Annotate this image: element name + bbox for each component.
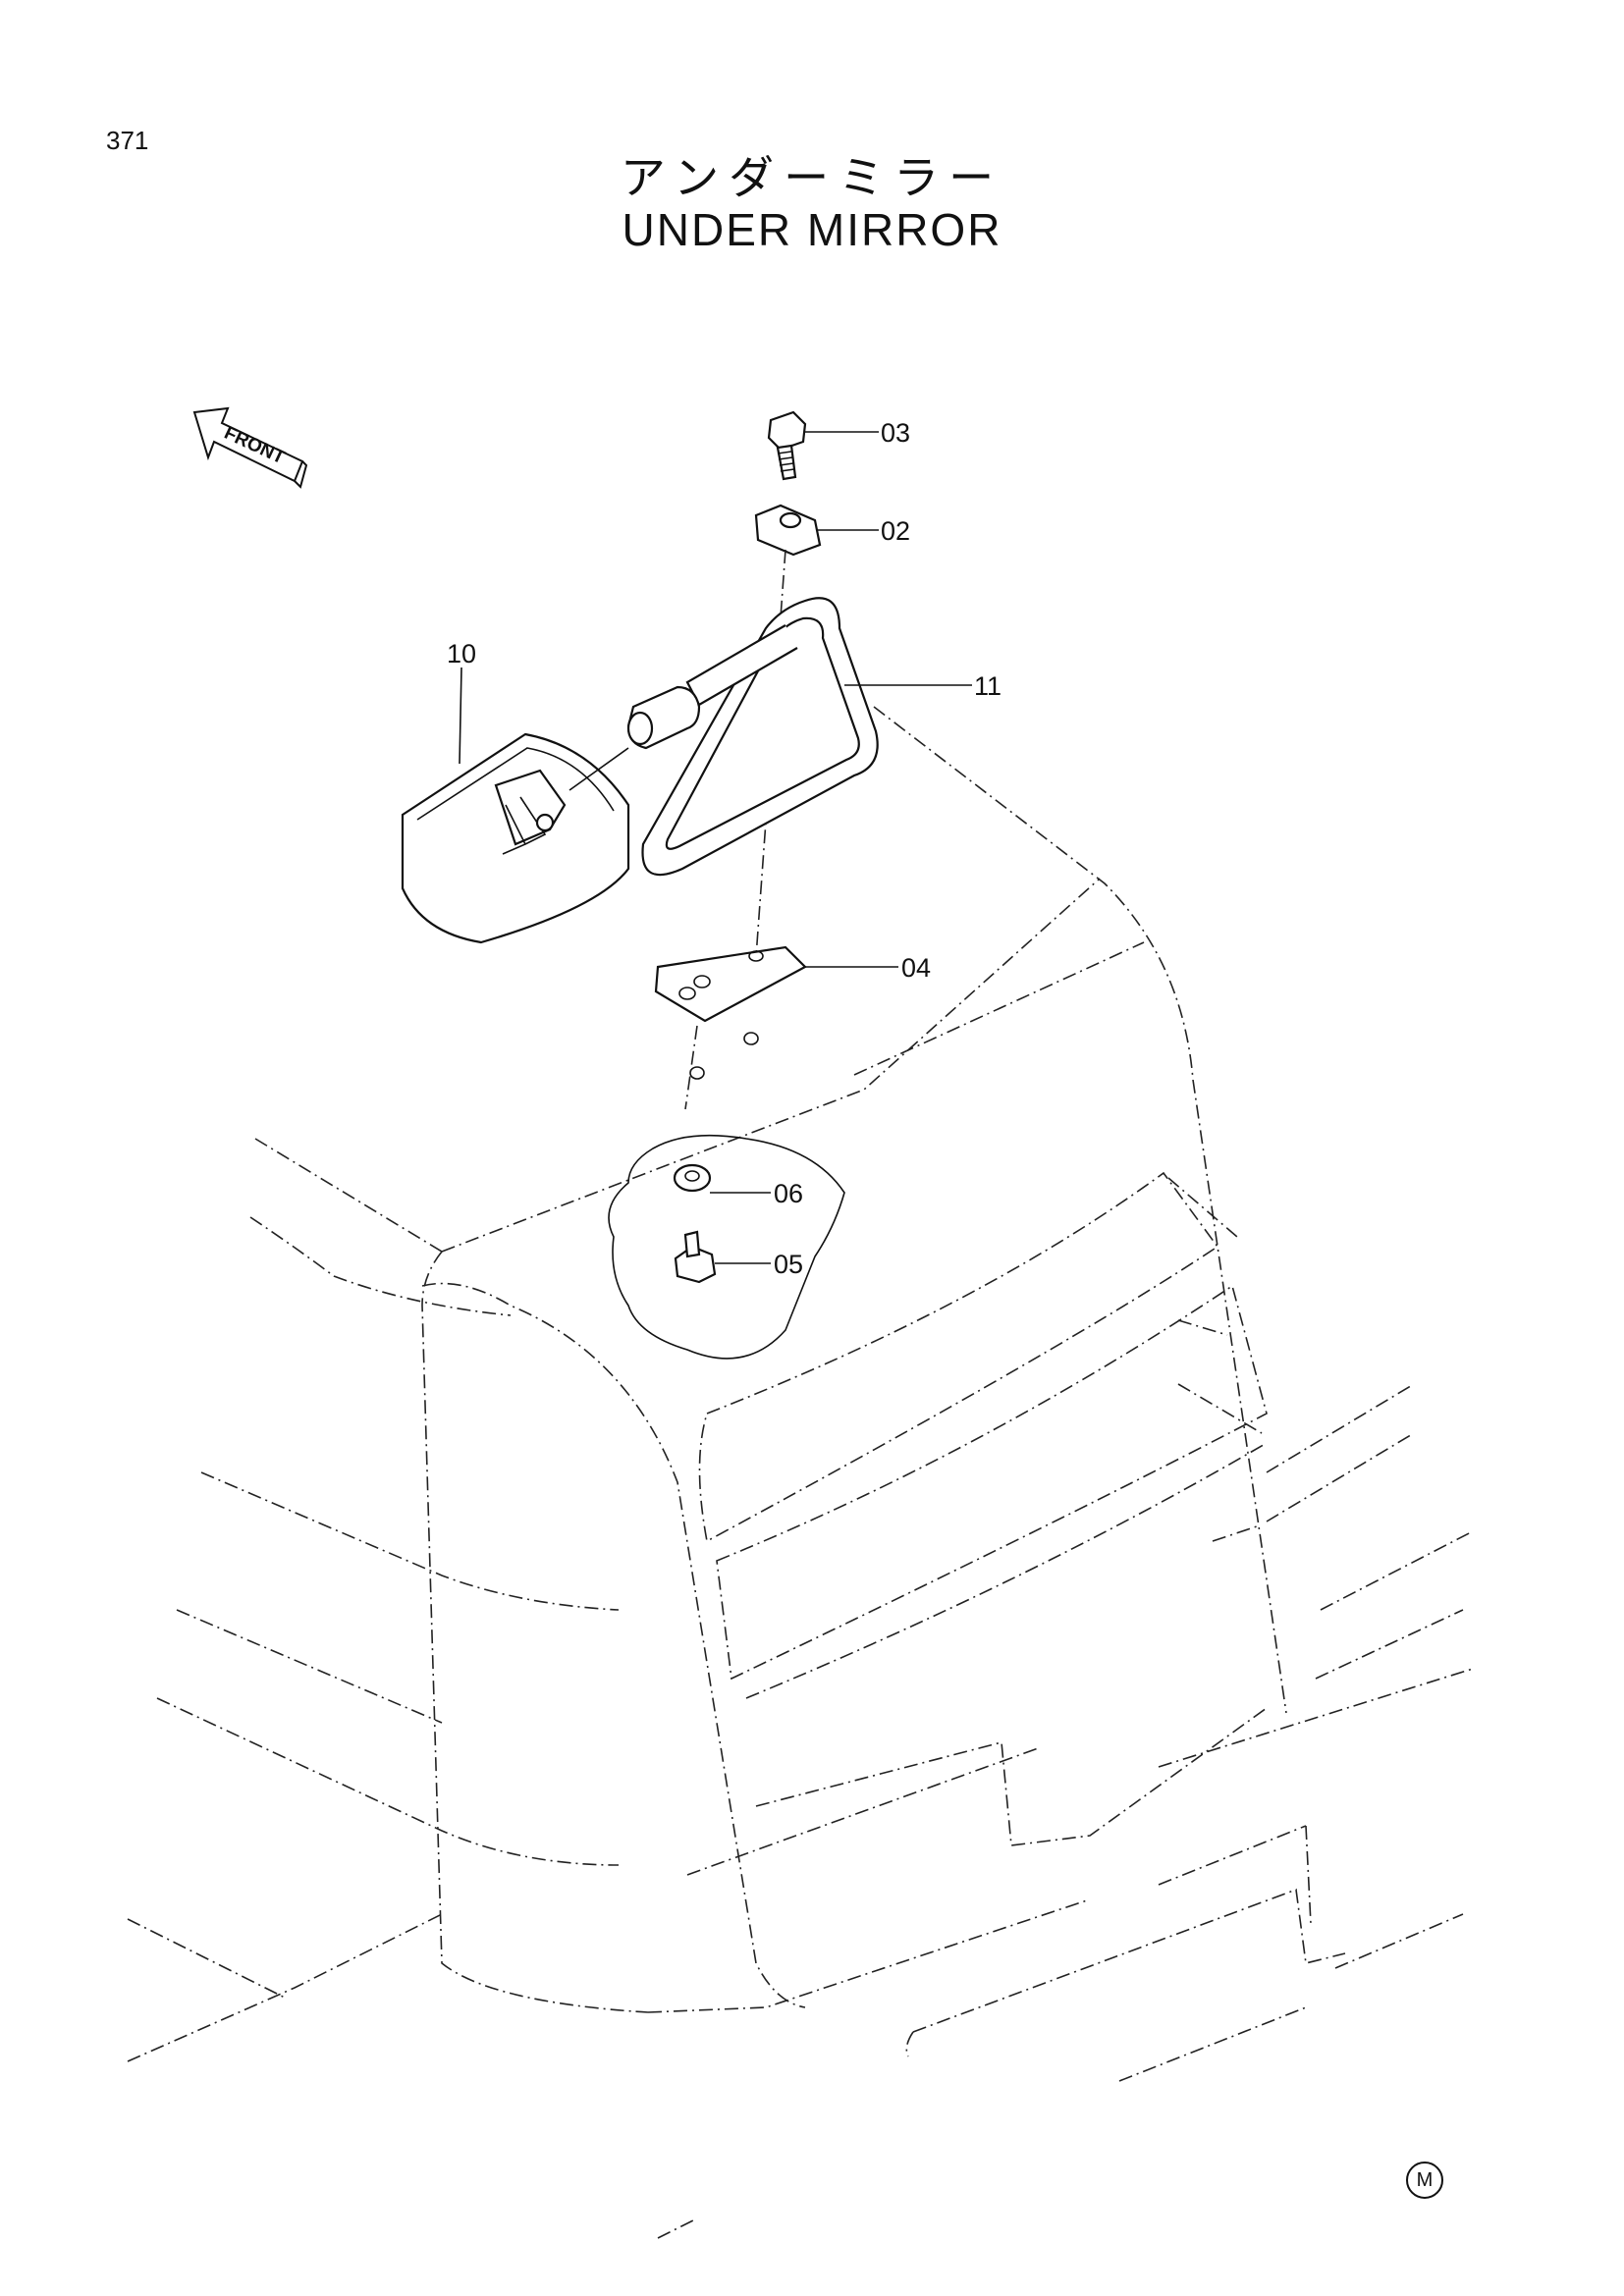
callout-05: 05 [774,1250,803,1279]
registered-mark: M [1406,2162,1443,2199]
clamp-02-icon [754,504,822,557]
callout-11: 11 [974,671,1001,701]
callout-02: 02 [881,516,910,546]
plate-04-icon [654,945,807,1023]
page-title-japanese: アンダーミラー [620,151,1004,204]
callout-10: 10 [447,639,476,668]
bolt-03-icon [767,410,807,481]
front-arrow-icon: FRONT [192,406,308,489]
callout-04: 04 [901,953,931,983]
callout-03: 03 [881,418,910,448]
mirror-stay-11-icon [641,597,879,877]
callout-06: 06 [774,1179,803,1208]
bolt-05-icon [674,1230,717,1284]
cutaway-outline [608,1134,845,1360]
page-title-english: UNDER MIRROR [622,204,1002,255]
mirror-10-icon [401,685,701,944]
washer-06-icon [673,1163,712,1193]
page-number: 371 [106,126,149,155]
machine-body-outline [127,706,1474,2239]
